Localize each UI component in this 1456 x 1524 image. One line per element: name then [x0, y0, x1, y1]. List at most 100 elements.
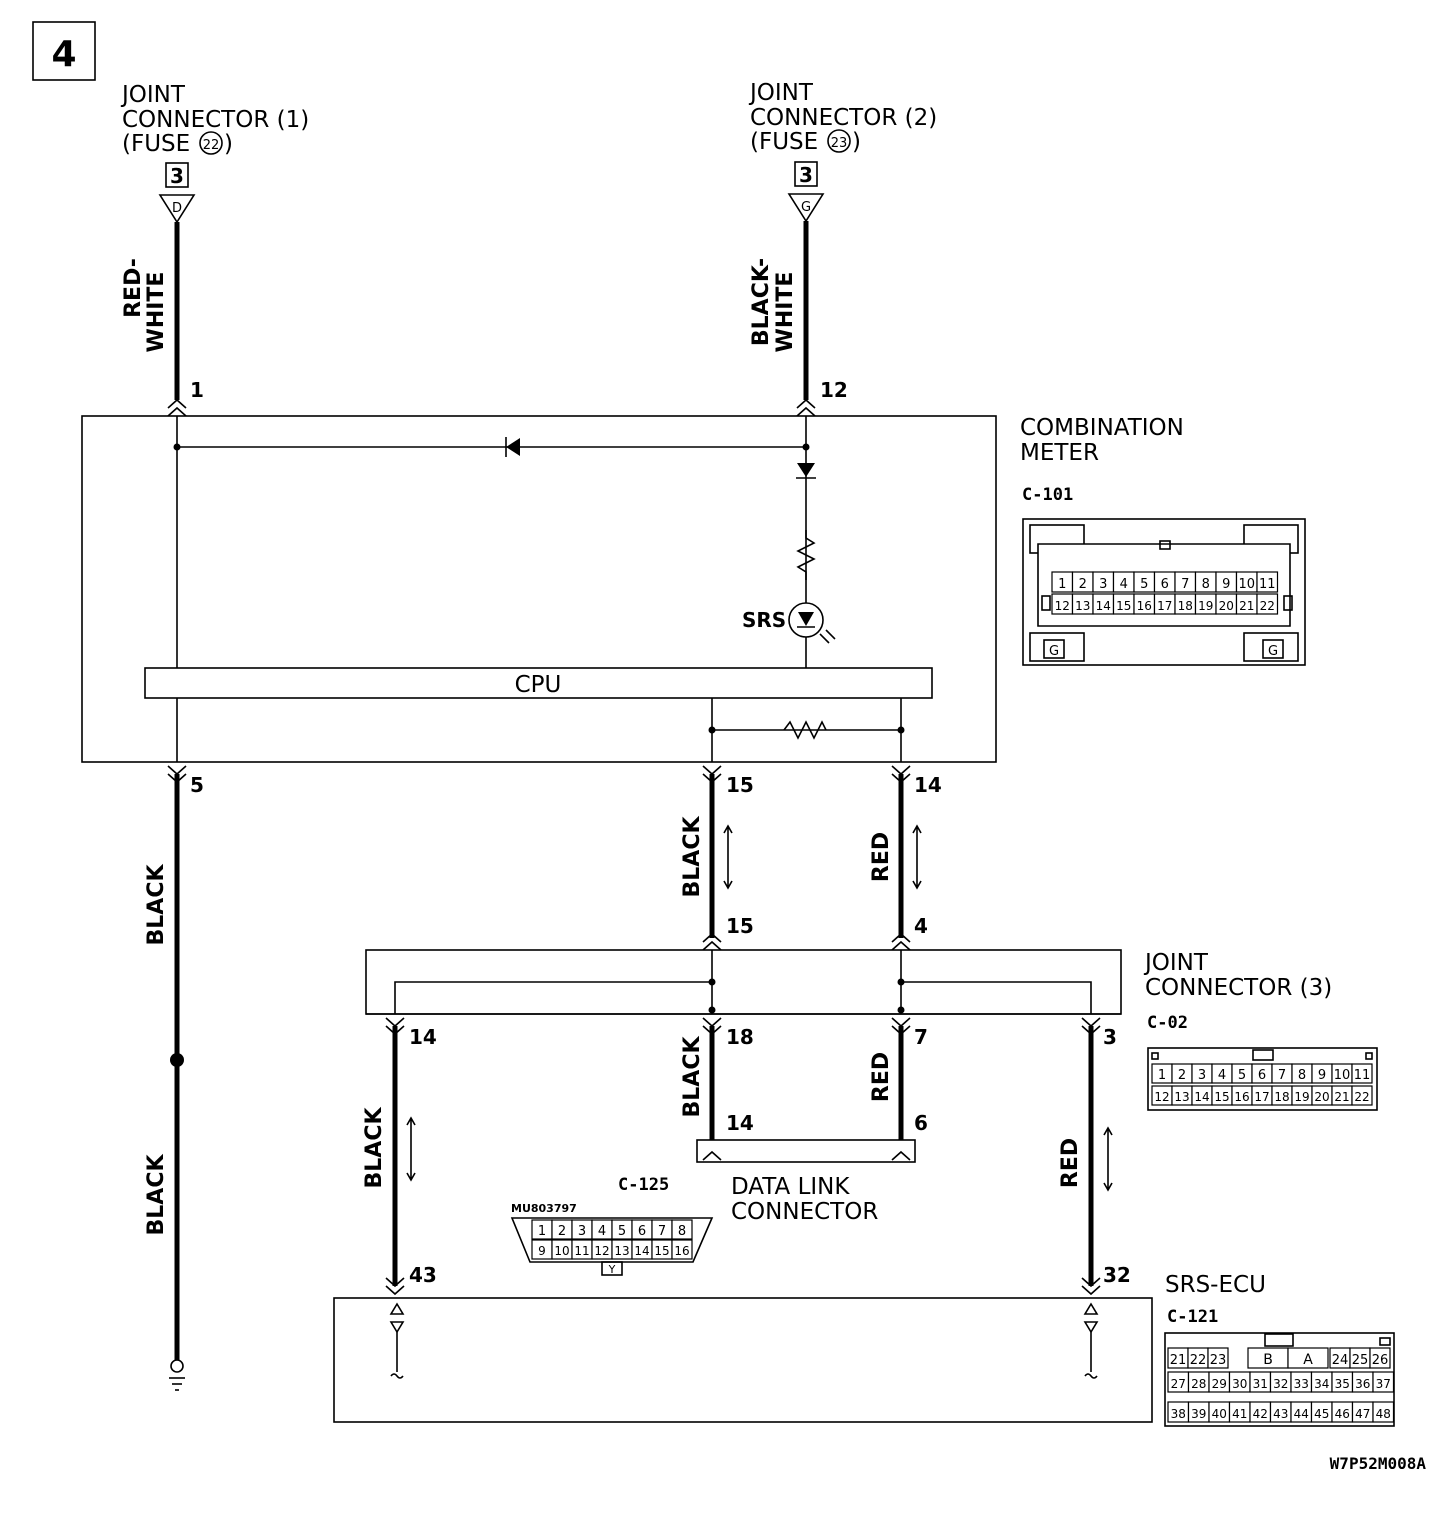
connector-pin-number: 48 — [1376, 1407, 1391, 1421]
diagram-code: W7P52M008A — [1330, 1454, 1427, 1473]
red-14-label: RED — [869, 832, 894, 882]
connector-pin-number: 15 — [654, 1244, 669, 1258]
connector-pin-number: 13 — [614, 1244, 629, 1258]
combination-meter-name: METER — [1020, 440, 1099, 466]
resistor-icon — [796, 530, 816, 580]
connector-pin-number: 33 — [1294, 1377, 1309, 1391]
line3a-label: (FUSE — [122, 131, 190, 157]
connector-pin-number: 7 — [658, 1224, 666, 1239]
pin-number: 4 — [914, 914, 928, 938]
page-number-box: 4 — [32, 21, 96, 81]
wire-black-jc18-dlc14: BLACK — [680, 1026, 715, 1140]
connector-pin-number: 43 — [1273, 1407, 1288, 1421]
diode-icon — [796, 463, 816, 479]
connector-pin-number: 13 — [1174, 1090, 1189, 1104]
connector-pin-number: 3 — [1099, 577, 1107, 592]
connector-pin-number: 14 — [1096, 599, 1111, 613]
pin-number: 12 — [820, 378, 848, 402]
key-label: Y — [608, 1263, 616, 1276]
pin-terminal — [891, 932, 911, 951]
data-link-connector — [696, 1139, 916, 1163]
pin-number: 43 — [409, 1263, 437, 1287]
pin-number: 1 — [190, 378, 204, 402]
connector-pin-cell — [1351, 1085, 1373, 1106]
connector-pin-number: 21 — [1334, 1090, 1349, 1104]
connector-pin-number: 10 — [1238, 577, 1255, 592]
jc2-source-label: JOINT CONNECTOR (2) (FUSE 23 ) 3 G — [748, 80, 937, 223]
connector-pin-number: 1 — [1058, 577, 1066, 592]
connector-pin-cell — [671, 1219, 693, 1240]
connector-pin-number: 7 — [1278, 1068, 1286, 1083]
connector-pin-number: 10 — [554, 1244, 569, 1258]
communication-symbol-icon — [389, 1302, 405, 1379]
pin-number: 6 — [914, 1111, 928, 1135]
connector-pin-number: 19 — [1198, 599, 1213, 613]
line1-label: JOINT — [120, 82, 186, 108]
connector-pin-number: 22 — [1260, 599, 1275, 613]
srs-warning-lamp-icon — [788, 602, 836, 644]
wire-black-white: BLACK- WHITE — [749, 221, 809, 400]
connector-pin-number: 4 — [1218, 1068, 1226, 1083]
black-18-label: BLACK — [680, 1036, 705, 1118]
wire-red-jc3-srs32: RED — [1058, 1026, 1113, 1286]
connector-pin-number: 2 — [1178, 1068, 1186, 1083]
connector-pin-number: 22 — [1354, 1090, 1369, 1104]
red-7-label: RED — [869, 1052, 894, 1102]
connector-pin-number: 8 — [1202, 577, 1210, 592]
connector-pin-number: 11 — [574, 1244, 589, 1258]
connector-pin-number: 20 — [1219, 599, 1234, 613]
wire-red-white: RED- WHITE — [121, 222, 180, 400]
pin-terminal — [1081, 1277, 1101, 1296]
connector-pin-number: 17 — [1254, 1090, 1269, 1104]
diode-icon — [505, 437, 520, 457]
connector-pin-number: 12 — [1055, 599, 1070, 613]
line2-label: CONNECTOR (1) — [122, 107, 309, 133]
connector-pin-number: 42 — [1253, 1407, 1268, 1421]
connector-pin-number: 8 — [678, 1224, 686, 1239]
line3b-label: ) — [224, 131, 233, 157]
jc1-source-label: JOINT CONNECTOR (1) (FUSE 22 ) 3 D — [120, 82, 309, 224]
connector-pin-number: 11 — [1259, 577, 1276, 592]
pin-number: 5 — [190, 773, 204, 797]
pin-number: 3 — [1103, 1025, 1117, 1049]
connector-pin-number: 45 — [1314, 1407, 1329, 1421]
black-ground-upper-label: BLACK — [144, 864, 169, 946]
bidirectional-arrow-icon — [723, 824, 733, 890]
connector-pin-number: 38 — [1171, 1407, 1186, 1421]
connector-pin-number: 4 — [598, 1224, 606, 1239]
connector-pin-number: 36 — [1355, 1377, 1370, 1391]
connector-pin-number: 18 — [1178, 599, 1193, 613]
connector-pin-number: 12 — [594, 1244, 609, 1258]
connector-pin-number: 3 — [578, 1224, 586, 1239]
connector-pin-number: 1 — [1158, 1068, 1166, 1083]
connector-pin-number: B — [1263, 1352, 1273, 1368]
cpu-block — [144, 667, 933, 699]
connector-pin-number: 14 — [1194, 1090, 1209, 1104]
srs-ecu-name: SRS-ECU — [1165, 1272, 1266, 1298]
connector-pin-number: 5 — [618, 1224, 626, 1239]
pin-number: 7 — [914, 1025, 928, 1049]
connector-pin-number: 12 — [1154, 1090, 1169, 1104]
pin-terminal — [796, 398, 816, 417]
combination-meter: SRS CPU — [81, 415, 997, 763]
connector-pin-number: 2 — [558, 1224, 566, 1239]
connector-pin-number: 15 — [1116, 599, 1131, 613]
connector-pin-number: 47 — [1355, 1407, 1370, 1421]
connector-pin-cell — [1372, 1371, 1395, 1393]
connector-pin-cell — [1372, 1401, 1395, 1423]
connector-pin-number: 3 — [1198, 1068, 1206, 1083]
connector-pin-number: 35 — [1335, 1377, 1350, 1391]
connector-pin-number: 16 — [1137, 599, 1152, 613]
connector-pin-number: 18 — [1274, 1090, 1289, 1104]
black-15-label: BLACK — [680, 816, 705, 898]
connector-pin-number: 34 — [1314, 1377, 1329, 1391]
connector-pin-number: 30 — [1232, 1377, 1247, 1391]
communication-symbol-icon — [1083, 1302, 1099, 1379]
connector-id: C-02 — [1147, 1013, 1188, 1033]
connector-pin-number: 26 — [1372, 1353, 1389, 1368]
connector-pin-number: 39 — [1191, 1407, 1206, 1421]
